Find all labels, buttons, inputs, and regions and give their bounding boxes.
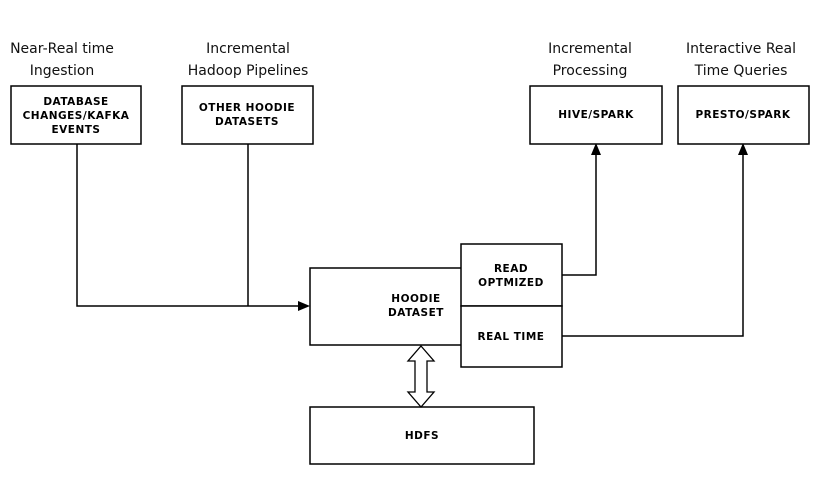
bidirectional-arrow-icon — [406, 345, 436, 408]
caption-queries: Interactive Real Time Queries — [686, 41, 796, 79]
read-optimized-box: READ OPTMIZED — [460, 243, 563, 307]
caption-ingestion-line-2: Ingestion — [30, 63, 95, 79]
arrowhead-into-hoodie — [298, 301, 310, 311]
other-datasets-label-line-2: DATASETS — [215, 116, 279, 128]
read-optimized-label-line-2: OPTMIZED — [478, 277, 544, 289]
connector-real-time-to-presto — [562, 152, 744, 337]
database-label-line-3: EVENTS — [52, 124, 101, 136]
other-datasets-label-line-1: OTHER HOODIE — [199, 102, 295, 114]
database-changes-box: DATABASE CHANGES/KAFKA EVENTS — [10, 85, 142, 145]
caption-queries-line-2: Time Queries — [694, 63, 788, 79]
caption-ingestion: Near-Real time Ingestion — [10, 41, 114, 79]
hoodie-dataset-label-line-2: DATASET — [388, 307, 444, 319]
presto-spark-box: PRESTO/SPARK — [677, 85, 810, 145]
real-time-label: REAL TIME — [478, 331, 545, 343]
hdfs-box: HDFS — [309, 406, 535, 465]
hoodie-dataset-label-line-1: HOODIE — [391, 293, 440, 305]
presto-spark-label: PRESTO/SPARK — [695, 109, 790, 121]
caption-pipelines-line-1: Incremental — [206, 41, 290, 57]
arrowhead-into-hive — [591, 143, 601, 155]
caption-processing: Incremental Processing — [548, 41, 632, 79]
real-time-box: REAL TIME — [460, 305, 563, 368]
read-optimized-label-line-1: READ — [494, 263, 528, 275]
hive-spark-label: HIVE/SPARK — [558, 109, 634, 121]
other-hoodie-datasets-box: OTHER HOODIE DATASETS — [181, 85, 314, 145]
caption-pipelines-line-2: Hadoop Pipelines — [188, 63, 309, 79]
connector-read-optimized-to-hive — [562, 152, 597, 276]
caption-processing-line-1: Incremental — [548, 41, 632, 57]
caption-pipelines: Incremental Hadoop Pipelines — [188, 41, 309, 79]
arrowhead-into-presto — [738, 143, 748, 155]
database-label-line-1: DATABASE — [43, 96, 108, 108]
hive-spark-box: HIVE/SPARK — [529, 85, 663, 145]
database-label-line-2: CHANGES/KAFKA — [23, 110, 130, 122]
caption-processing-line-2: Processing — [553, 63, 628, 79]
caption-ingestion-line-1: Near-Real time — [10, 41, 114, 57]
hdfs-label: HDFS — [405, 430, 439, 442]
connector-database-to-hoodie — [76, 144, 300, 307]
hoodie-dataset-box: HOODIE DATASET — [309, 267, 463, 346]
caption-queries-line-1: Interactive Real — [686, 41, 796, 57]
